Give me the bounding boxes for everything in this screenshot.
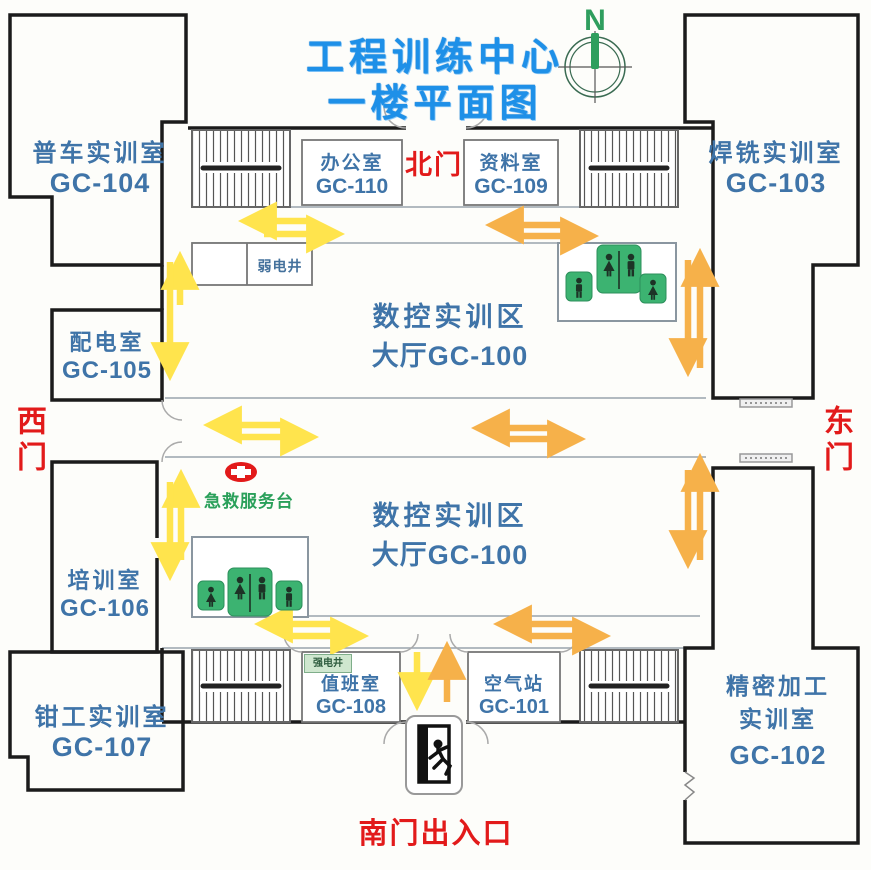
hall-label-lower: 数控实训区 大厅GC-100 bbox=[371, 501, 529, 570]
room-label-jingmi: 精密加工 实训室 GC-102 bbox=[726, 673, 830, 770]
interior-rooms bbox=[191, 139, 677, 723]
room-label-peidian: 配电室 GC-105 bbox=[61, 330, 153, 384]
room-label-peixun: 培训室 GC-106 bbox=[59, 568, 151, 622]
staircase-top-right bbox=[579, 129, 679, 208]
office-room-outline bbox=[301, 139, 403, 206]
strong-current-well-label: 强电井 bbox=[304, 654, 352, 673]
north-gate-label: 北门 bbox=[405, 150, 463, 180]
weak-current-well-label: 弱电井 bbox=[257, 258, 303, 274]
yellow-arrows bbox=[150, 201, 437, 712]
air-station-outline bbox=[467, 651, 561, 723]
staircase-bottom-right bbox=[579, 649, 679, 723]
first-aid-cross-icon bbox=[225, 462, 257, 482]
compass-north-label: N bbox=[584, 4, 606, 37]
staircase-bottom-left bbox=[191, 649, 291, 723]
plan-title-line1: 工程训练中心 bbox=[305, 37, 564, 79]
weak-current-well-outline bbox=[191, 242, 313, 286]
room-label-qiangong: 钳工实训室 GC-107 bbox=[34, 704, 170, 762]
plan-title-line2: 一楼平面图 bbox=[327, 83, 543, 125]
compass-icon bbox=[558, 31, 632, 103]
room-label-bangong: 办公室 GC-110 bbox=[315, 153, 389, 198]
hall-label-upper: 数控实训区 大厅GC-100 bbox=[371, 302, 529, 371]
room-label-zhiban: 值班室 GC-108 bbox=[315, 674, 387, 718]
circulation-arrows bbox=[150, 201, 720, 712]
west-gate-label: 西门 bbox=[12, 405, 45, 477]
staircase-top-left bbox=[191, 129, 291, 208]
room-label-putong: 普车实训室 GC-104 bbox=[32, 140, 168, 198]
restroom-icons-upper bbox=[565, 244, 667, 304]
exit-sign-icon bbox=[405, 715, 463, 795]
east-gate-label: 东门 bbox=[819, 405, 852, 477]
room-label-ziliao: 资料室 GC-109 bbox=[474, 153, 548, 198]
archive-room-outline bbox=[463, 139, 559, 206]
east-door-thresholds bbox=[739, 398, 793, 463]
orange-arrows bbox=[427, 205, 720, 702]
south-gate-label: 南门出入口 bbox=[358, 818, 514, 850]
room-label-hanxi: 焊铣实训室 GC-103 bbox=[708, 140, 844, 198]
room-label-kongqi: 空气站 GC-101 bbox=[478, 674, 550, 718]
first-aid-desk-label: 急救服务台 bbox=[204, 492, 294, 511]
staircases bbox=[191, 129, 679, 723]
restroom-icons-lower bbox=[197, 567, 303, 617]
